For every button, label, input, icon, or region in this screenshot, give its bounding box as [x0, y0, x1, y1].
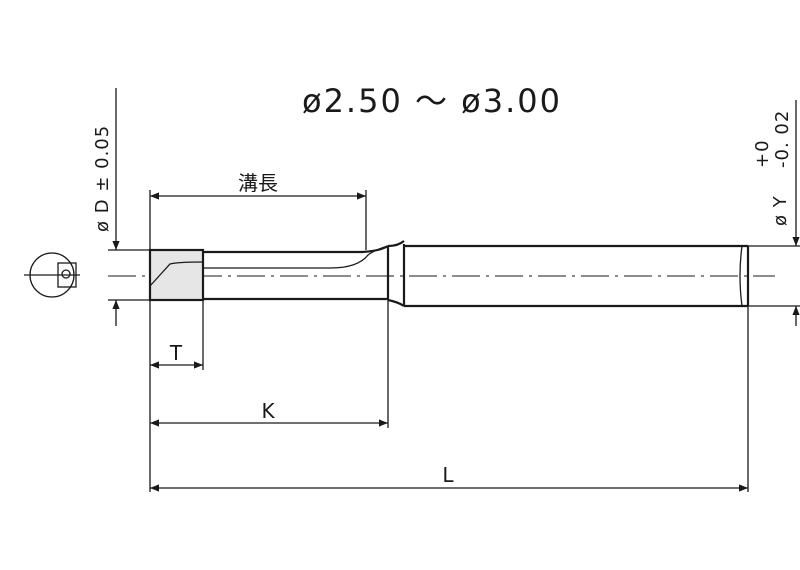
- tolerance-lower-label: -0. 02: [772, 110, 793, 168]
- t-dimension: T: [150, 341, 203, 369]
- l-dimension: L: [150, 463, 748, 492]
- y-diameter-dimension: ø Y +0 -0. 02: [752, 100, 800, 326]
- groove-length-dimension: 溝長: [150, 171, 366, 200]
- t-label: T: [169, 341, 183, 365]
- tolerance-upper-label: +0: [752, 139, 773, 168]
- groove-length-label: 溝長: [238, 171, 278, 195]
- tool-shank: [387, 240, 750, 308]
- k-label: K: [261, 399, 275, 423]
- first-angle-projection-icon: [24, 252, 80, 298]
- d-diameter-dimension: ø D ± 0.05: [92, 88, 120, 326]
- d-diameter-label: ø D ± 0.05: [92, 125, 113, 232]
- cutting-tip: [148, 248, 205, 302]
- extension-lines: [108, 190, 800, 492]
- diameter-range-title: ø2.50 ～ ø3.00: [302, 82, 562, 120]
- tool-neck: [203, 245, 390, 301]
- k-dimension: K: [150, 399, 388, 427]
- y-diameter-label: ø Y: [770, 195, 791, 226]
- l-label: L: [442, 463, 454, 487]
